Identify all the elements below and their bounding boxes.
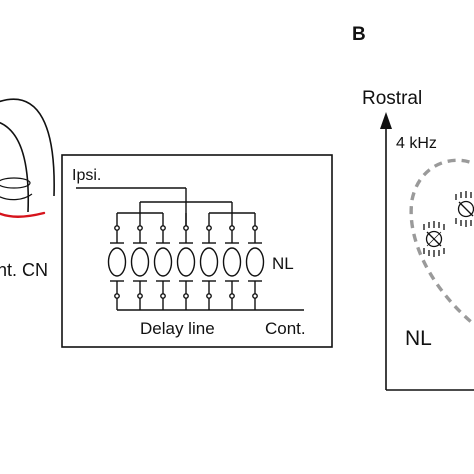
ipsi-axon-tree [76, 187, 255, 226]
brainstem-small-oval [0, 177, 31, 189]
delay-line-schematic: Ipsi. NL Delay line Cont. [61, 154, 333, 348]
delay-line-label: Delay line [140, 319, 215, 338]
panel-b: B Rostral 4 kHz NL [352, 24, 474, 391]
cont-label: Cont. [265, 319, 306, 338]
cn-red-curve [0, 211, 46, 218]
rostral-arrow-icon [380, 112, 392, 129]
schematic-frame [61, 154, 333, 348]
nl-neuron-lower [423, 221, 445, 257]
nl-neuron [107, 213, 127, 310]
rostral-label: Rostral [362, 88, 422, 109]
nl-neuron [153, 213, 173, 310]
nl-neuron [199, 213, 219, 310]
cn-label: nt. CN [0, 260, 48, 280]
nl-neuron [176, 213, 196, 310]
panel-b-label: B [352, 24, 366, 45]
nl-neuron-column [107, 213, 265, 310]
ipsi-label: Ipsi. [72, 167, 101, 184]
nl-neuron [130, 213, 150, 310]
nl-region-label: NL [405, 327, 432, 350]
nl-label: NL [272, 254, 294, 273]
nl-neuron-upper [455, 191, 474, 227]
nl-neuron [245, 213, 265, 310]
nl-dashed-outline [409, 158, 474, 327]
brainstem-outer-contour [0, 98, 55, 197]
brainstem-sketch [0, 98, 55, 213]
frequency-label: 4 kHz [396, 135, 437, 152]
nl-neuron [222, 213, 242, 310]
brainstem-arc-lower [0, 193, 33, 201]
